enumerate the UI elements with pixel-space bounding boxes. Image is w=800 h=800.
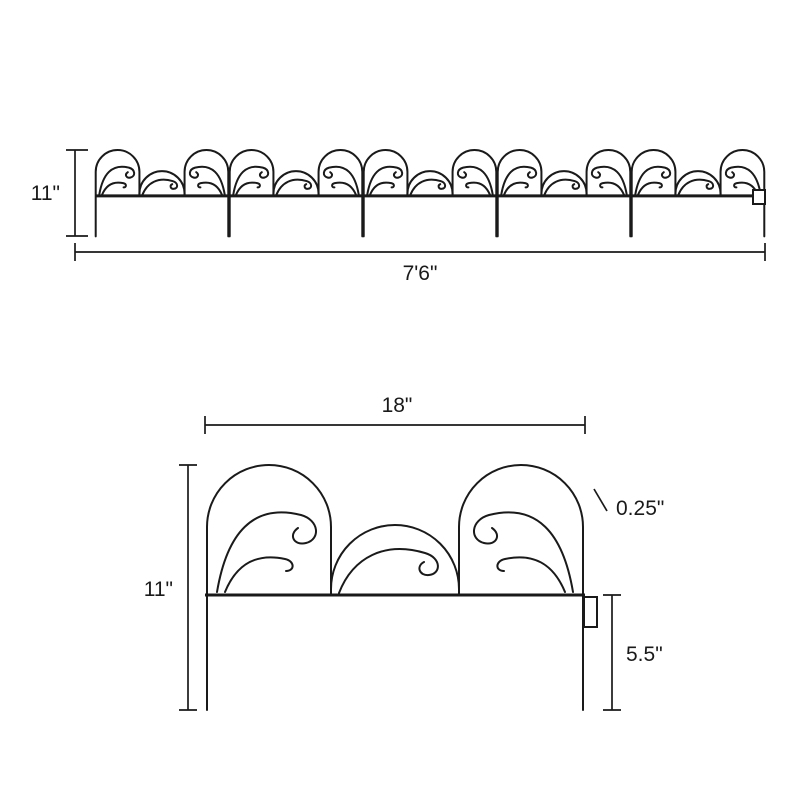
fence-panel [203, 463, 587, 712]
connector-tab [752, 189, 766, 205]
detail-width-dimension: 18" [204, 394, 586, 434]
leader-line [593, 488, 608, 512]
fence-panel [362, 149, 498, 237]
fence-panel [228, 149, 364, 237]
detail-height-label: 11" [144, 578, 173, 601]
fence-panel-detail-drawing [203, 463, 598, 712]
overview-width-dimension: 7'6" [74, 243, 766, 285]
fence-panel [94, 149, 230, 237]
wire-thickness-label: 0.25" [616, 497, 664, 520]
fence-panel [496, 149, 632, 237]
detail-height-dimension: 11" [144, 464, 197, 711]
detail-stake-height-label: 5.5" [626, 643, 663, 666]
wire-thickness-callout: 0.25" [593, 488, 664, 520]
overview-height-dimension: 11" [31, 149, 88, 237]
fence-panel [630, 149, 766, 237]
overview-height-label: 11" [31, 182, 60, 205]
detail-stake-height-dimension: 5.5" [603, 594, 663, 711]
fence-row-overview-drawing [94, 149, 766, 237]
overview-width-label: 7'6" [403, 262, 438, 285]
connector-tab [583, 596, 598, 628]
detail-width-label: 18" [382, 394, 413, 417]
